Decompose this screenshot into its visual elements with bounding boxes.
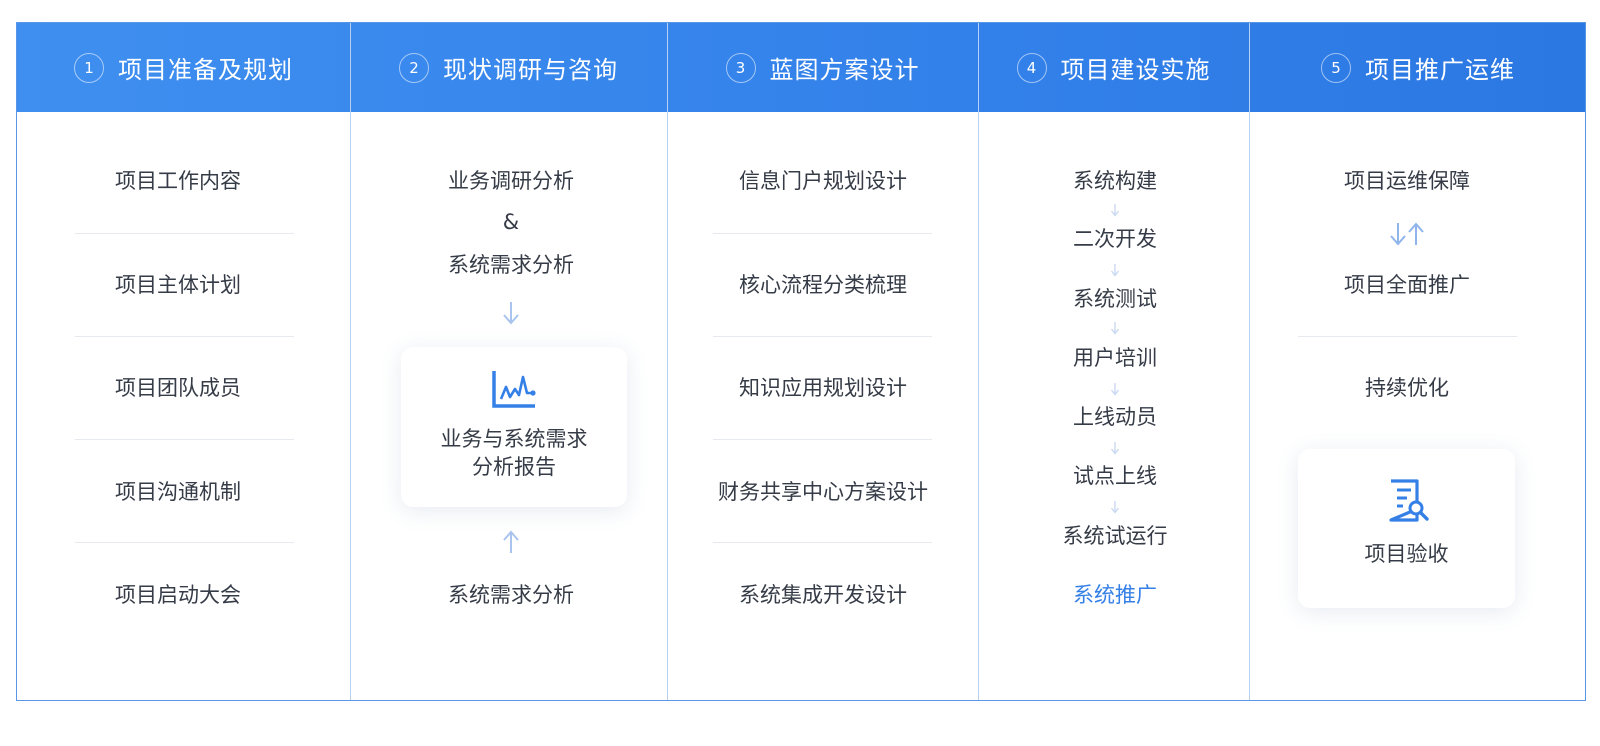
phase-1-number: 1: [74, 52, 104, 83]
arrow-down-icon: [1110, 264, 1120, 277]
card-title-line1: 业务与系统需求: [440, 427, 588, 451]
phase-4-number: 4: [1016, 52, 1047, 83]
col3-item: 核心流程分类梳理: [739, 273, 907, 297]
divider: [75, 439, 294, 440]
col4-step: 系统试运行: [1062, 524, 1168, 548]
column-divider: [350, 23, 351, 700]
col2-ampersand: &: [502, 210, 520, 234]
col5-item: 持续优化: [1365, 376, 1449, 400]
phase-1-header: 1 项目准备及规划: [17, 23, 350, 112]
phase-5-header: 5 项目推广运维: [1249, 23, 1587, 112]
phase-4-title: 项目建设实施: [1060, 56, 1211, 84]
card-title-line2: 分析报告: [472, 455, 556, 479]
phase-2-number: 2: [399, 52, 429, 83]
swap-arrows-icon: [1390, 222, 1424, 246]
acceptance-card: 项目验收: [1298, 449, 1515, 608]
arrow-down-icon: [1110, 204, 1120, 217]
arrow-down-icon: [503, 302, 519, 325]
col3-item: 信息门户规划设计: [739, 169, 907, 193]
document-search-icon: [1389, 479, 1429, 522]
column-divider: [667, 23, 668, 700]
phase-2-title: 现状调研与咨询: [443, 56, 618, 84]
col4-step: 用户培训: [1073, 346, 1157, 370]
col2-bottom-item: 系统需求分析: [448, 583, 574, 607]
column-divider: [1249, 23, 1250, 700]
arrow-down-icon: [1110, 442, 1120, 455]
phase-5-number: 5: [1321, 52, 1351, 83]
col1-item: 项目沟通机制: [115, 480, 241, 504]
col4-step: 试点上线: [1073, 464, 1157, 488]
phase-2-header: 2 现状调研与咨询: [350, 23, 667, 112]
divider: [713, 542, 932, 543]
col3-item: 财务共享中心方案设计: [718, 480, 928, 504]
col5-item: 项目全面推广: [1344, 273, 1470, 297]
divider: [713, 439, 932, 440]
analysis-report-card: 业务与系统需求 分析报告: [401, 347, 627, 507]
col4-step: 二次开发: [1073, 227, 1157, 251]
line-chart-icon: [492, 371, 536, 408]
divider: [75, 336, 294, 337]
col5-item: 项目运维保障: [1344, 169, 1470, 193]
phase-3-header: 3 蓝图方案设计: [667, 23, 978, 112]
divider: [713, 233, 932, 234]
acceptance-label: 项目验收: [1364, 542, 1449, 566]
divider: [75, 233, 294, 234]
divider: [713, 336, 932, 337]
divider: [1298, 336, 1517, 337]
col1-item: 项目主体计划: [115, 273, 241, 297]
col4-step: 上线动员: [1073, 405, 1157, 429]
col3-item: 系统集成开发设计: [739, 583, 907, 607]
process-board: 1 项目准备及规划 2 现状调研与咨询 3 蓝图方案设计 4 项目建设实施 5 …: [16, 22, 1586, 701]
phase-3-number: 3: [725, 52, 756, 83]
col3-item: 知识应用规划设计: [739, 376, 907, 400]
phase-1-title: 项目准备及规划: [118, 56, 293, 84]
divider: [75, 542, 294, 543]
phase-5-title: 项目推广运维: [1365, 56, 1515, 84]
arrow-down-icon: [1110, 383, 1120, 396]
col1-item: 项目工作内容: [115, 169, 241, 193]
arrow-down-icon: [1110, 501, 1120, 514]
phase-4-header: 4 项目建设实施: [978, 23, 1249, 112]
column-divider: [978, 23, 979, 700]
arrow-down-icon: [1110, 322, 1120, 335]
phase-header: 1 项目准备及规划 2 现状调研与咨询 3 蓝图方案设计 4 项目建设实施 5 …: [17, 23, 1585, 112]
arrow-up-icon: [503, 530, 519, 553]
col1-item: 项目团队成员: [115, 376, 241, 400]
col4-step: 系统测试: [1073, 287, 1157, 311]
phase-3-title: 蓝图方案设计: [769, 56, 920, 84]
col1-item: 项目启动大会: [115, 583, 241, 607]
col4-step-highlight: 系统推广: [1073, 583, 1157, 607]
col2-top-item: 系统需求分析: [448, 253, 574, 277]
col4-step: 系统构建: [1073, 169, 1157, 193]
col2-top-item: 业务调研分析: [448, 169, 574, 193]
